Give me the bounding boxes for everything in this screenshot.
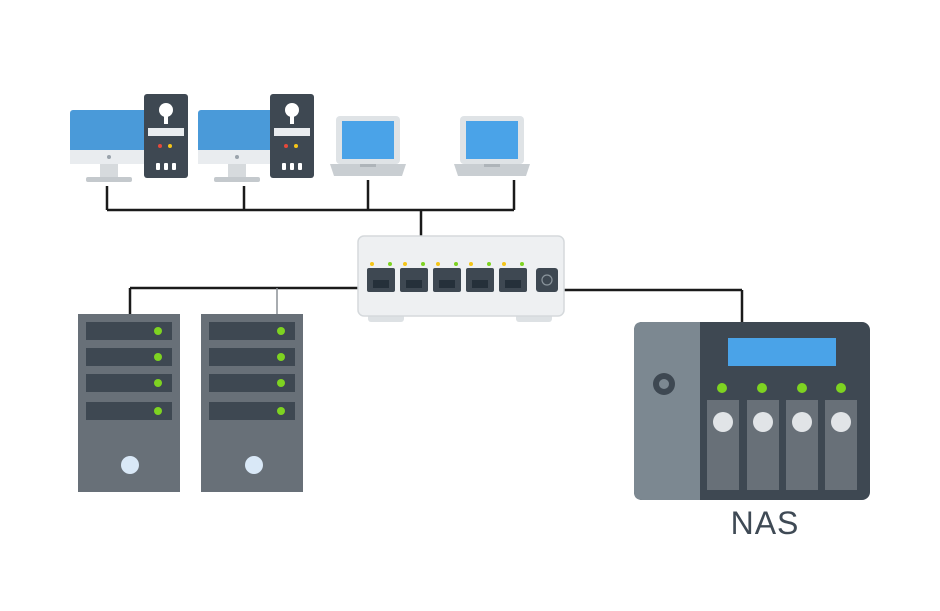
nas-label: NAS <box>730 505 800 541</box>
desktop-monitor-icon <box>70 110 148 182</box>
rack-server-icon <box>78 314 180 492</box>
network-switch-icon <box>357 235 565 322</box>
desktop-monitor-icon <box>198 110 276 182</box>
nas-device-icon <box>634 322 870 500</box>
pc-tower-icon <box>144 94 188 178</box>
desktop-workstation-2 <box>198 94 314 182</box>
laptop-icon <box>330 116 406 176</box>
cables <box>105 180 744 322</box>
pc-tower-icon <box>270 94 314 178</box>
switch-ports <box>367 262 527 292</box>
desktop-workstation-1 <box>70 94 188 182</box>
nas-display <box>728 338 836 366</box>
rack-server-icon <box>201 314 303 492</box>
power-button-icon <box>536 268 558 292</box>
laptop-icon <box>454 116 530 176</box>
